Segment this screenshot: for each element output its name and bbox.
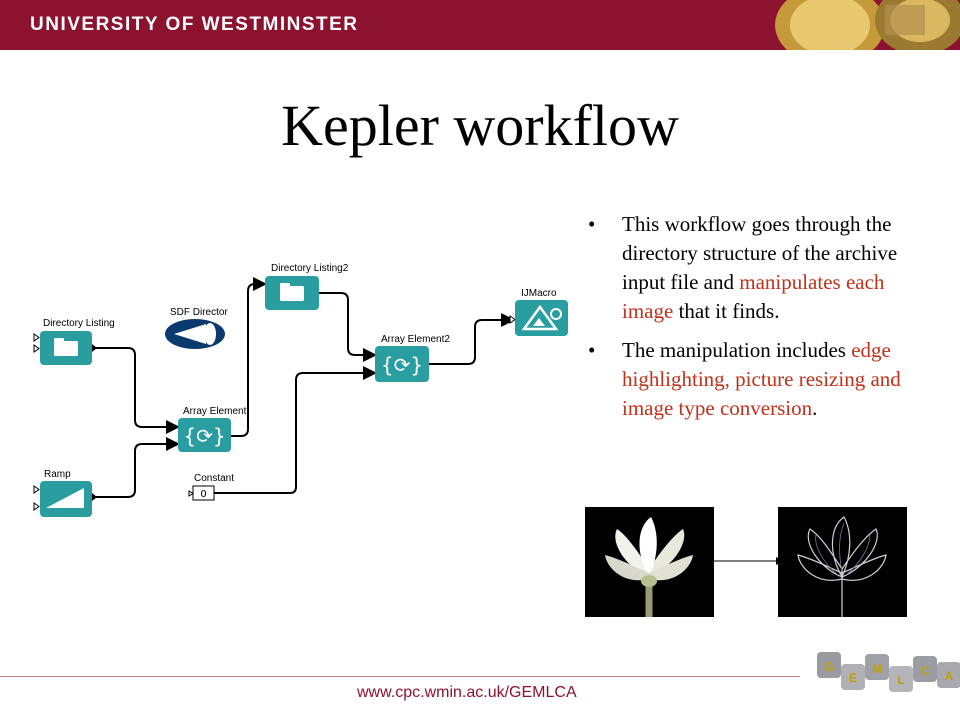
header-bar: UNIVERSITY OF WESTMINSTER xyxy=(0,0,960,50)
original-flower-photo xyxy=(585,507,714,617)
actor-constant[interactable]: 0 xyxy=(188,485,215,501)
bullet-list: • This workflow goes through the directo… xyxy=(588,210,908,433)
bullet-text: . xyxy=(812,396,818,420)
label-array-element2: Array Element2 xyxy=(381,334,450,345)
logo-letter: L xyxy=(897,673,904,687)
header-decor-image xyxy=(775,0,960,50)
folder-icon xyxy=(54,338,78,356)
bullet-text: This workflow goes through the directory… xyxy=(622,212,898,294)
link-arrayelement2-ijmacro xyxy=(429,313,515,365)
actor-ijmacro[interactable] xyxy=(509,300,568,336)
processed-flower-photo xyxy=(778,507,907,617)
constant-value: 0 xyxy=(200,489,206,500)
logo-letter: A xyxy=(945,669,954,683)
bullet-marker: • xyxy=(588,212,596,236)
link-ramp-arrayelement xyxy=(92,437,180,498)
bullet-text: that it finds. xyxy=(673,299,780,323)
ramp-icon xyxy=(46,488,84,508)
sdf-director[interactable] xyxy=(165,319,225,349)
logo-letter: M xyxy=(872,662,882,676)
label-directory-listing2: Directory Listing2 xyxy=(271,263,349,274)
workflow-diagram: {⟳} {⟳} 0 xyxy=(33,276,568,517)
actor-ramp[interactable] xyxy=(33,481,97,517)
university-name: UNIVERSITY OF WESTMINSTER xyxy=(30,14,359,35)
slide-title: Kepler workflow xyxy=(281,93,679,158)
logo-letter: E xyxy=(849,671,857,685)
footer-divider xyxy=(0,676,800,677)
transform-arrow xyxy=(714,557,783,565)
bullet-highlight: manipulates each image xyxy=(622,270,885,323)
bullet-item: • This workflow goes through the directo… xyxy=(588,210,908,326)
label-constant: Constant xyxy=(194,473,235,484)
link-arrayelement-dirlisting2 xyxy=(231,277,267,437)
loop-icon: {⟳} xyxy=(183,424,225,448)
bullet-marker: • xyxy=(588,338,596,362)
label-array-element: Array Element xyxy=(183,406,247,417)
bullet-item: • The manipulation includes edge highlig… xyxy=(588,336,908,423)
bullet-highlight: edge highlighting, picture resizing and … xyxy=(622,338,901,420)
actor-directory-listing2[interactable] xyxy=(265,276,319,310)
bullet-text: The manipulation includes xyxy=(622,338,852,362)
footer-url[interactable]: www.cpc.wmin.ac.uk/GEMLCA xyxy=(357,684,577,701)
label-sdf-director: SDF Director xyxy=(170,307,228,318)
actor-array-element2[interactable]: {⟳} xyxy=(375,346,429,382)
label-ijmacro: IJMacro xyxy=(521,288,557,299)
link-constant-arrayelement2 xyxy=(214,366,377,494)
label-ramp: Ramp xyxy=(44,469,71,480)
link-dirlisting2-arrayelement2 xyxy=(319,292,377,362)
loop-icon: {⟳} xyxy=(381,353,423,377)
logo-letter: G xyxy=(824,660,833,674)
link-dirlisting-arrayelement xyxy=(92,347,180,434)
image-macro-icon xyxy=(521,304,562,331)
gemlca-logo: G E M L C A xyxy=(817,652,960,692)
logo-letter: C xyxy=(921,664,930,678)
label-directory-listing: Directory Listing xyxy=(43,318,115,329)
actor-array-element[interactable]: {⟳} xyxy=(178,418,231,452)
folder-icon xyxy=(280,283,304,301)
director-megaphone-icon xyxy=(165,319,225,349)
actor-directory-listing[interactable] xyxy=(33,331,97,365)
